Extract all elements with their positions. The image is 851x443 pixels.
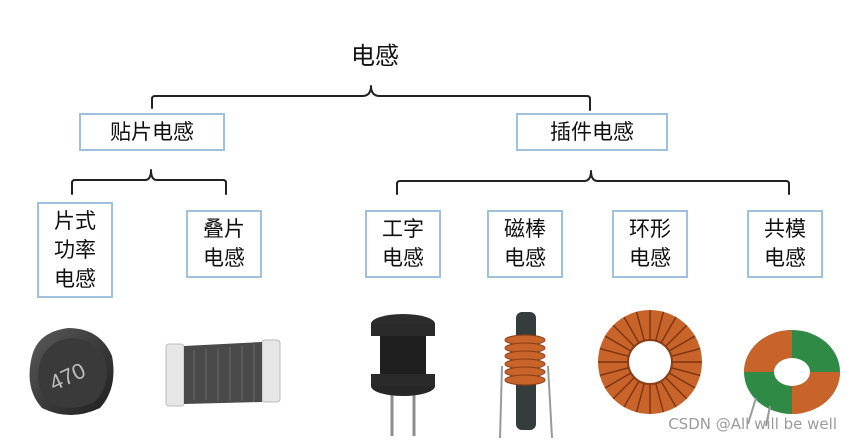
root-title: 电感	[335, 36, 415, 71]
watermark: CSDN @All will be well	[668, 415, 837, 433]
leaf-toroidal-inductor: 环形 电感	[612, 210, 688, 278]
leaf-label-line: 工字	[382, 215, 424, 244]
rod-inductor-image	[488, 308, 562, 440]
leaf-label-line: 叠片	[203, 215, 245, 244]
multilayer-inductor-image	[164, 338, 282, 412]
through-hole-bracket	[397, 171, 789, 194]
leaf-i-shaped-inductor: 工字 电感	[365, 210, 441, 278]
toroidal-inductor-image	[592, 306, 710, 428]
leaf-common-mode-inductor: 共模 电感	[747, 210, 823, 278]
smd-bracket	[72, 170, 226, 194]
leaf-label-line: 电感	[629, 244, 671, 273]
category-through-hole-inductor: 插件电感	[516, 113, 668, 151]
leaf-label-line: 电感	[382, 244, 424, 273]
common-mode-inductor-image	[736, 318, 844, 428]
leaf-label-line: 电感	[203, 244, 245, 273]
category-label: 插件电感	[550, 118, 634, 147]
i-shaped-inductor-image	[368, 310, 440, 438]
category-label: 贴片电感	[110, 118, 194, 147]
root-bracket	[152, 86, 590, 110]
leaf-label-line: 片式	[54, 207, 96, 236]
smd-power-inductor-image: 470	[18, 318, 122, 422]
leaf-label-line: 磁棒	[504, 215, 546, 244]
category-smd-inductor: 贴片电感	[79, 113, 225, 151]
leaf-chip-power-inductor: 片式 功率 电感	[37, 202, 113, 298]
leaf-label-line: 环形	[629, 215, 671, 244]
leaf-label-line: 电感	[764, 244, 806, 273]
leaf-label-line: 电感	[54, 265, 96, 294]
leaf-multilayer-inductor: 叠片 电感	[186, 210, 262, 278]
leaf-label-line: 共模	[764, 215, 806, 244]
leaf-rod-inductor: 磁棒 电感	[487, 210, 563, 278]
leaf-label-line: 电感	[504, 244, 546, 273]
leaf-label-line: 功率	[54, 236, 96, 265]
